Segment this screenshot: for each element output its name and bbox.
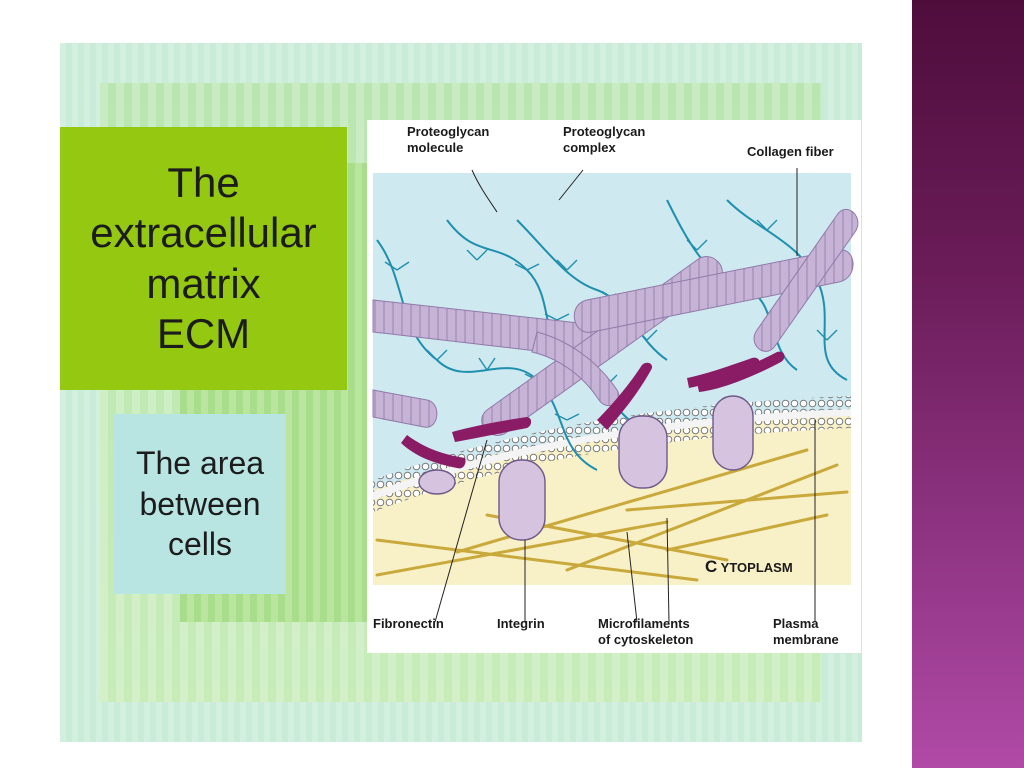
title-box: The extracellular matrix ECM: [60, 127, 347, 390]
title-line: ECM: [156, 309, 251, 357]
label-microfilaments: Microfilaments of cytoskeleton: [598, 616, 693, 647]
label-line: Microfilaments: [598, 616, 690, 631]
label-fibronectin: Fibronectin: [373, 616, 444, 631]
title-line: matrix: [146, 259, 261, 307]
title-line: extracellular: [90, 209, 317, 257]
ecm-diagram: Proteoglycan molecule Proteoglycan compl…: [367, 120, 861, 653]
label-line: molecule: [407, 140, 463, 155]
label-proteoglycan-molecule: Proteoglycan molecule: [407, 124, 493, 155]
subtitle-line: between: [139, 485, 261, 522]
fibronectin-molecules: [401, 351, 785, 469]
label-line: membrane: [773, 632, 839, 647]
label-line: Proteoglycan: [407, 124, 489, 139]
side-accent-bar: [912, 0, 1024, 768]
label-line: of cytoskeleton: [598, 632, 693, 647]
label-line: Plasma: [773, 616, 819, 631]
collagen-fibers: [372, 208, 859, 436]
slide-subtitle: The area between cells: [136, 443, 264, 566]
slide-title: The extracellular matrix ECM: [90, 158, 316, 360]
label-collagen-fiber: Collagen fiber: [747, 144, 834, 159]
label-cytoplasm-rest: YTOPLASM: [721, 560, 793, 575]
label-cytoplasm-cap: C: [705, 557, 717, 576]
subtitle-line: The area: [135, 444, 265, 481]
subtitle-line: cells: [167, 526, 232, 563]
title-line: The: [167, 158, 240, 206]
integrin-proteins: [418, 395, 754, 541]
leader-lines: [434, 168, 816, 623]
ecm-diagram-svg: Proteoglycan molecule Proteoglycan compl…: [367, 120, 861, 653]
label-line: Proteoglycan: [563, 124, 645, 139]
label-proteoglycan-complex: Proteoglycan complex: [563, 124, 649, 155]
label-cytoplasm: C YTOPLASM: [705, 557, 793, 576]
label-plasma-membrane: Plasma membrane: [773, 616, 839, 647]
bilayer-core: [373, 409, 851, 500]
subtitle-box: The area between cells: [114, 414, 286, 594]
label-integrin: Integrin: [497, 616, 545, 631]
label-line: complex: [563, 140, 617, 155]
